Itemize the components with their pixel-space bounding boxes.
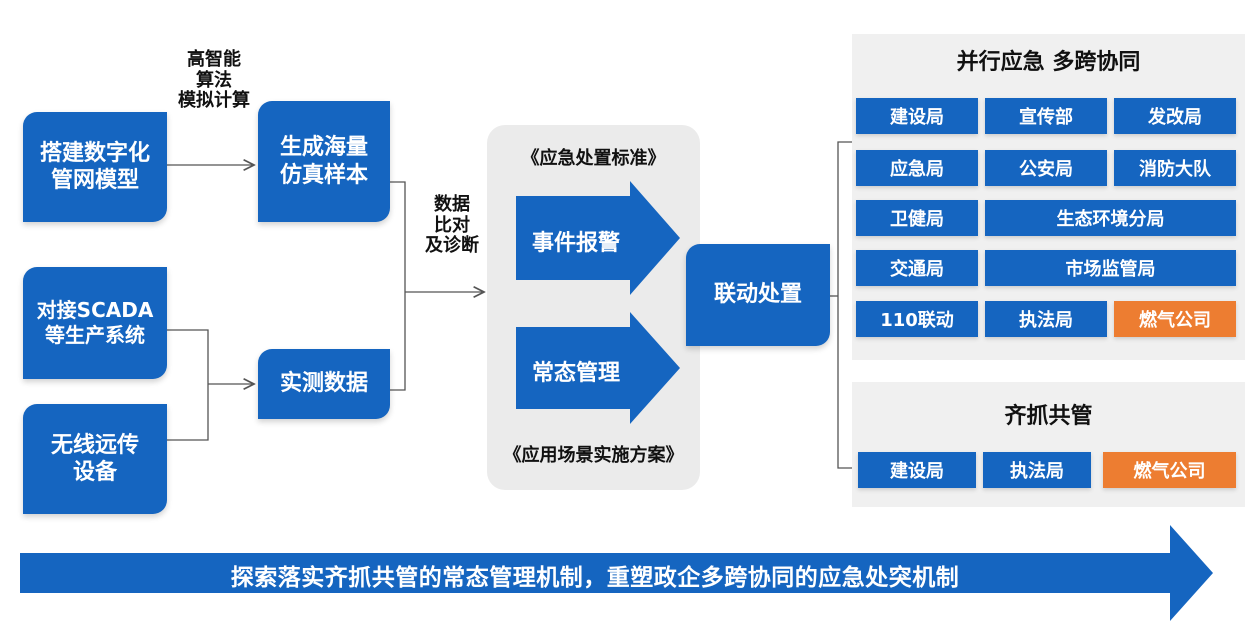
emergency-panel-title: 并行应急 多跨协同 [956, 50, 1141, 75]
bracket-measured [390, 292, 406, 391]
cell-r1c1: 建设局 [856, 98, 978, 134]
center-panel [487, 125, 700, 490]
connector-wireless [166, 384, 209, 441]
cell-r3c1: 卫健局 [856, 200, 978, 236]
cell-r5c3: 燃气公司 [1114, 301, 1236, 337]
bracket-samples [390, 181, 406, 292]
cell-r2c3: 消防大队 [1114, 150, 1236, 186]
connector-scada [166, 329, 209, 384]
event-arrow-label: 事件报警 [531, 231, 620, 256]
joint-panel [852, 382, 1245, 507]
normal-arrow-label: 常态管理 [531, 361, 620, 386]
plan-title: 《应用场景实施方案》 [503, 445, 684, 466]
banner-arrow [20, 525, 1213, 621]
joint-cell-1: 建设局 [858, 452, 976, 488]
cell-r3c2: 生态环境分局 [985, 200, 1236, 236]
joint-cell-3: 燃气公司 [1103, 452, 1236, 488]
cell-r1c2: 宣传部 [985, 98, 1107, 134]
cell-r1c3: 发改局 [1114, 98, 1236, 134]
right-bracket [837, 141, 852, 469]
model-box: 搭建数字化 管网模型 [23, 112, 167, 222]
cell-r4c1: 交通局 [856, 250, 978, 286]
samples-box: 生成海量 仿真样本 [258, 101, 390, 222]
standard-title: 《应急处置标准》 [521, 148, 666, 169]
wireless-box: 无线远传 设备 [23, 404, 167, 514]
cell-r5c1: 110联动 [856, 301, 978, 337]
joint-cell-2: 执法局 [983, 452, 1091, 488]
joint-panel-title: 齐抓共管 [1004, 404, 1093, 429]
algo-label: 高智能 算法 模拟计算 [178, 49, 250, 112]
event-arrow-shape [516, 181, 680, 295]
cell-r2c2: 公安局 [985, 150, 1107, 186]
cell-r2c1: 应急局 [856, 150, 978, 186]
linkage-box: 联动处置 [686, 244, 830, 346]
scada-box: 对接SCADA 等生产系统 [23, 267, 167, 379]
compare-label: 数据 比对 及诊断 [425, 194, 479, 257]
cell-r4c2: 市场监管局 [985, 250, 1236, 286]
cell-r5c2: 执法局 [985, 301, 1107, 337]
normal-arrow-shape [516, 312, 680, 424]
measured-box: 实测数据 [258, 349, 390, 419]
banner-text: 探索落实齐抓共管的常态管理机制，重塑政企多跨协同的应急处突机制 [230, 565, 960, 591]
